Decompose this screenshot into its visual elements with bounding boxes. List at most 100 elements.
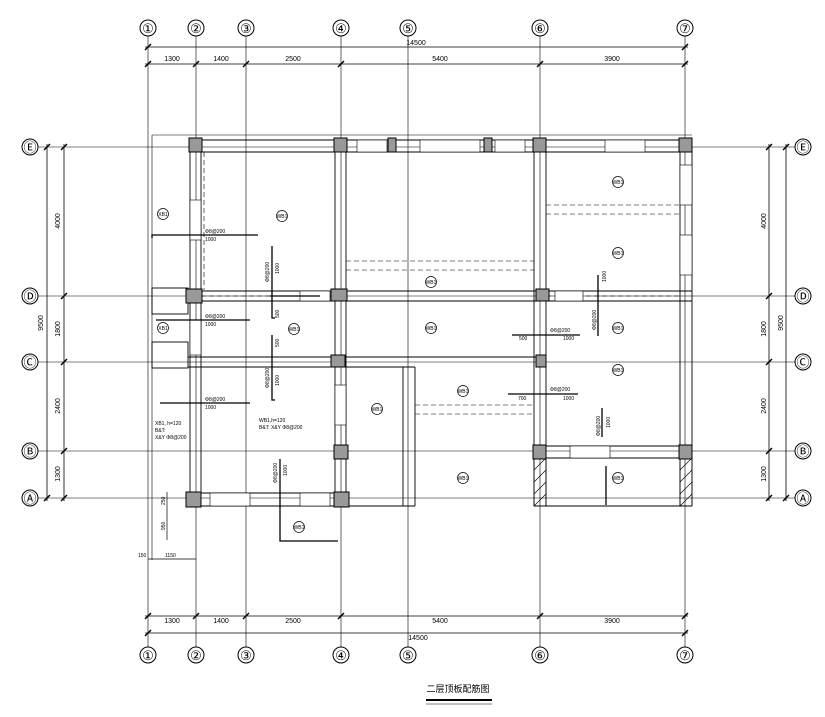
dim-left-1800: 1800 xyxy=(55,321,62,337)
rebar-len-7: 1000 xyxy=(563,336,574,342)
dim-bottom-1400: 1400 xyxy=(213,618,229,625)
rebar-spec-7: Φ8@200 xyxy=(550,328,570,334)
dim-left-total: 9500 xyxy=(38,315,45,331)
rebar-spec-9: Φ8@200 xyxy=(592,310,598,330)
dim-150: 150 xyxy=(138,553,147,559)
dim-left-4000: 4000 xyxy=(55,213,62,229)
rebar-spec-5: Φ8@200 xyxy=(265,368,271,388)
slab-tag-xb1-a: XB1 xyxy=(158,212,168,218)
rebar-spec-3: Φ8@200 xyxy=(205,397,225,403)
slab-tag-wb1-k: WB1 xyxy=(458,476,469,482)
hatched-walls xyxy=(533,457,693,507)
dim-top-3900: 3900 xyxy=(604,56,620,63)
rebar-spec-6: Φ8@200 xyxy=(273,463,279,483)
rebar-len500-b: 500 xyxy=(275,338,281,347)
rebar-spec-10: Φ8@200 xyxy=(596,416,602,436)
slab-note-wb1-bt: B&T: X&Y Φ8@200 xyxy=(259,425,303,431)
rebar-len-6: 1000 xyxy=(283,465,289,476)
rebar-len-9: 1000 xyxy=(602,271,608,282)
slab-tag-wb1-f: WB1 xyxy=(426,326,437,332)
axis-label-top-6: ⑥ xyxy=(534,21,546,36)
dim-right-1800: 1800 xyxy=(761,321,768,337)
slab-note-wb1: WB1,h=120 xyxy=(259,418,285,424)
dim-left-1300: 1300 xyxy=(55,466,62,482)
local-dimension-lines xyxy=(148,492,196,560)
slab-tag-wb1-m: WB1 xyxy=(294,525,305,531)
axis-label-right-d: Ⓓ xyxy=(796,289,809,304)
top-axis-bubbles xyxy=(139,19,694,37)
axis-label-top-2: ② xyxy=(190,21,202,36)
slab-tag-circles xyxy=(157,176,624,533)
axis-label-bottom-1: ① xyxy=(142,648,154,663)
dim-250: 250 xyxy=(161,496,167,505)
slab-note-xb1-xy: X&Y Φ8@200 xyxy=(155,435,187,441)
bottom-axis-bubbles xyxy=(139,646,694,664)
top-dimension-lines xyxy=(144,43,689,637)
rebar-len-10: 1000 xyxy=(606,417,612,428)
columns xyxy=(185,137,693,508)
dim-top-5400: 5400 xyxy=(432,56,448,63)
dim-right-1300: 1300 xyxy=(761,466,768,482)
dim-bottom-total: 14500 xyxy=(408,635,428,642)
axis-label-left-c: Ⓒ xyxy=(23,355,36,370)
axis-label-top-7: ⑦ xyxy=(679,21,691,36)
rebar-spec-2: Φ8@200 xyxy=(205,314,225,320)
dashed-beams xyxy=(201,152,680,415)
rebar-spec-1: Φ8@200 xyxy=(205,229,225,235)
slab-tag-wb1-c: WB1 xyxy=(613,251,624,257)
axis-label-bottom-6: ⑥ xyxy=(534,648,546,663)
dim-bottom-1300: 1300 xyxy=(164,618,180,625)
dim-top-total: 14500 xyxy=(406,40,426,47)
dim-bottom-5400: 5400 xyxy=(432,618,448,625)
axis-label-bottom-4: ④ xyxy=(335,648,347,663)
axis-label-bottom-5: ⑤ xyxy=(402,648,414,663)
axis-label-left-b: Ⓑ xyxy=(23,444,36,459)
rebar-len700: 700 xyxy=(518,396,527,402)
slab-tag-wb1-l: WB1 xyxy=(613,476,624,482)
dim-top-2500: 2500 xyxy=(285,56,301,63)
axis-label-bottom-2: ② xyxy=(190,648,202,663)
rebar-spec-4: Φ8@200 xyxy=(265,262,271,282)
dim-bottom-3900: 3900 xyxy=(604,618,620,625)
axis-label-right-e: Ⓔ xyxy=(796,140,809,155)
side-dimension-lines xyxy=(43,143,790,502)
rebar-len-2: 1000 xyxy=(205,322,216,328)
slab-tag-wb1-b: WB1 xyxy=(613,180,624,186)
slab-note-xb1-bt: B&T: xyxy=(155,428,166,434)
axis-label-bottom-3: ③ xyxy=(240,648,252,663)
dim-top-1300: 1300 xyxy=(164,56,180,63)
rebar-len500-a: 500 xyxy=(275,309,281,318)
rebar-lines xyxy=(151,234,607,542)
slab-tag-wb1-g: WB1 xyxy=(613,326,624,332)
rebar-len-8: 1000 xyxy=(563,396,574,402)
slab-tag-wb1-j: WB1 xyxy=(372,407,383,413)
axis-label-right-a: Ⓐ xyxy=(796,491,809,506)
slab-tag-wb1-e: WB1 xyxy=(289,327,300,333)
rebar-len-1: 1000 xyxy=(205,237,216,243)
rebar-len500-c: 500 xyxy=(519,336,528,342)
axis-label-right-b: Ⓑ xyxy=(796,444,809,459)
axis-label-top-4: ④ xyxy=(335,21,347,36)
dim-bottom-2500: 2500 xyxy=(285,618,301,625)
slab-tag-wb1-d: WB1 xyxy=(426,280,437,286)
dim-right-4000: 4000 xyxy=(761,213,768,229)
rebar-spec-8: Φ8@200 xyxy=(550,387,570,393)
grid-lines xyxy=(38,36,795,647)
rebar-len-5: 1000 xyxy=(275,375,281,386)
dim-right-total: 9500 xyxy=(778,315,785,331)
dim-left-2400: 2400 xyxy=(55,398,62,414)
slab-note-xb1: XB1, h=120 xyxy=(155,421,181,427)
axis-label-bottom-7: ⑦ xyxy=(679,648,691,663)
rebar-len-3: 1000 xyxy=(205,405,216,411)
slab-tag-wb1-i: WB1 xyxy=(458,389,469,395)
dim-right-2400: 2400 xyxy=(761,398,768,414)
axis-label-top-1: ① xyxy=(142,21,154,36)
rebar-len-4: 1000 xyxy=(275,263,281,274)
drawing-title: 二层顶板配筋图 xyxy=(426,683,489,694)
axis-label-top-3: ③ xyxy=(240,21,252,36)
slab-tag-wb1-a: WB1 xyxy=(277,214,288,220)
dim-950: 950 xyxy=(161,521,167,530)
axis-label-top-5: ⑤ xyxy=(402,21,414,36)
axis-label-right-c: Ⓒ xyxy=(796,355,809,370)
